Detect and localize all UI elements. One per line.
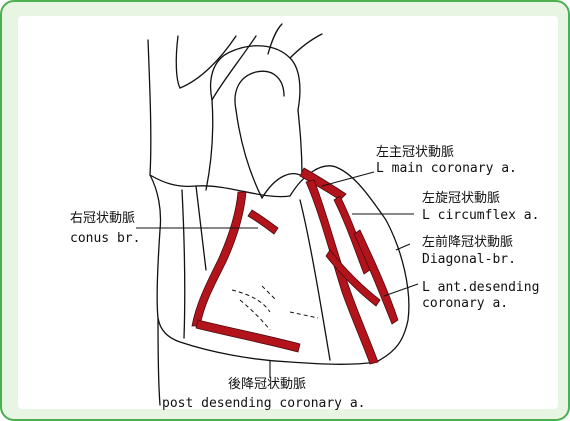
label-lmain-en: L main coronary a.	[376, 162, 517, 176]
label-rca-en: conus br.	[70, 232, 140, 246]
label-lad-en2: coronary a.	[422, 297, 508, 311]
label-diag-en: Diagonal-br.	[422, 253, 516, 267]
label-lad-en1: L ant.desending	[422, 281, 539, 295]
circumflex-artery	[354, 230, 398, 324]
posterior-branches	[232, 286, 318, 330]
label-circ-en: L circumflex a.	[422, 209, 539, 223]
label-pd-en: post desending coronary a.	[162, 397, 366, 411]
label-pd-jp: 後降冠状動脈	[228, 378, 306, 392]
label-lmain-jp: 左主冠状動脈	[376, 146, 454, 160]
label-lad-jp: 左前降冠状動脈	[422, 236, 513, 250]
coronary-arteries	[192, 168, 398, 364]
right-coronary-artery	[192, 192, 246, 326]
label-circ-jp: 左旋冠状動脈	[422, 192, 500, 206]
label-rca-jp: 右冠状動脈	[70, 212, 135, 226]
